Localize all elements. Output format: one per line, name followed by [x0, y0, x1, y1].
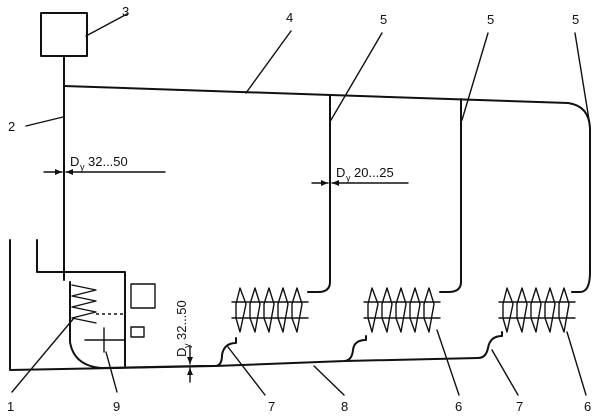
label-7b: 7	[516, 399, 523, 414]
label-2: 2	[8, 119, 15, 134]
leader-3	[85, 13, 128, 37]
label-4: 4	[286, 10, 293, 25]
riser-dimension-d: D	[70, 154, 79, 169]
label-5b: 5	[487, 12, 494, 27]
branch-dimension-sub: y	[346, 173, 351, 183]
return-dimension-d: D	[174, 348, 189, 357]
boiler-firebox	[69, 281, 103, 369]
downcomer-3	[571, 271, 591, 293]
leader-5b	[461, 32, 489, 121]
expansion-tank	[40, 12, 88, 57]
riser-dimension: D y 32...50	[43, 154, 166, 175]
radiator-3	[498, 287, 576, 333]
leader-7b	[491, 349, 519, 396]
downcomer-1	[307, 94, 331, 293]
radiator-2	[363, 287, 441, 333]
return-main-seg-2	[214, 335, 367, 367]
label-8: 8	[341, 399, 348, 414]
label-9: 9	[113, 399, 120, 414]
supply-main	[63, 85, 591, 273]
leader-4	[245, 30, 292, 94]
leader-2	[25, 116, 64, 127]
label-6a: 6	[455, 399, 462, 414]
label-5c: 5	[572, 12, 579, 27]
leader-6a	[436, 329, 460, 396]
leader-1	[11, 317, 75, 393]
radiator-1	[231, 287, 309, 333]
return-main-seg-1	[101, 337, 237, 369]
riser-dimension-range: 32...50	[88, 154, 128, 169]
heating-coil	[71, 284, 97, 324]
leader-5a	[330, 32, 383, 121]
leader-8	[313, 365, 345, 396]
riser-dimension-sub: y	[80, 162, 85, 172]
label-3: 3	[122, 4, 129, 19]
return-dimension: D y 32...50	[174, 300, 193, 383]
label-6b: 6	[584, 399, 591, 414]
return-main-seg-3	[344, 331, 503, 362]
boiler-casing	[36, 239, 126, 367]
leader-7a	[227, 346, 266, 396]
leader-6b	[566, 331, 587, 396]
boiler-door	[130, 283, 156, 309]
label-7a: 7	[268, 399, 275, 414]
downcomer-2	[439, 98, 462, 293]
boiler-ash-door	[130, 326, 145, 338]
label-1: 1	[7, 399, 14, 414]
leader-5c	[574, 32, 591, 127]
branch-dimension-range: 20...25	[354, 165, 394, 180]
return-dimension-range: 32...50	[174, 300, 189, 340]
label-5a: 5	[380, 12, 387, 27]
leader-9	[105, 351, 118, 393]
branch-dimension-d: D	[336, 165, 345, 180]
branch-dimension: D y 20...25	[311, 165, 409, 186]
return-dimension-sub: y	[182, 343, 192, 348]
